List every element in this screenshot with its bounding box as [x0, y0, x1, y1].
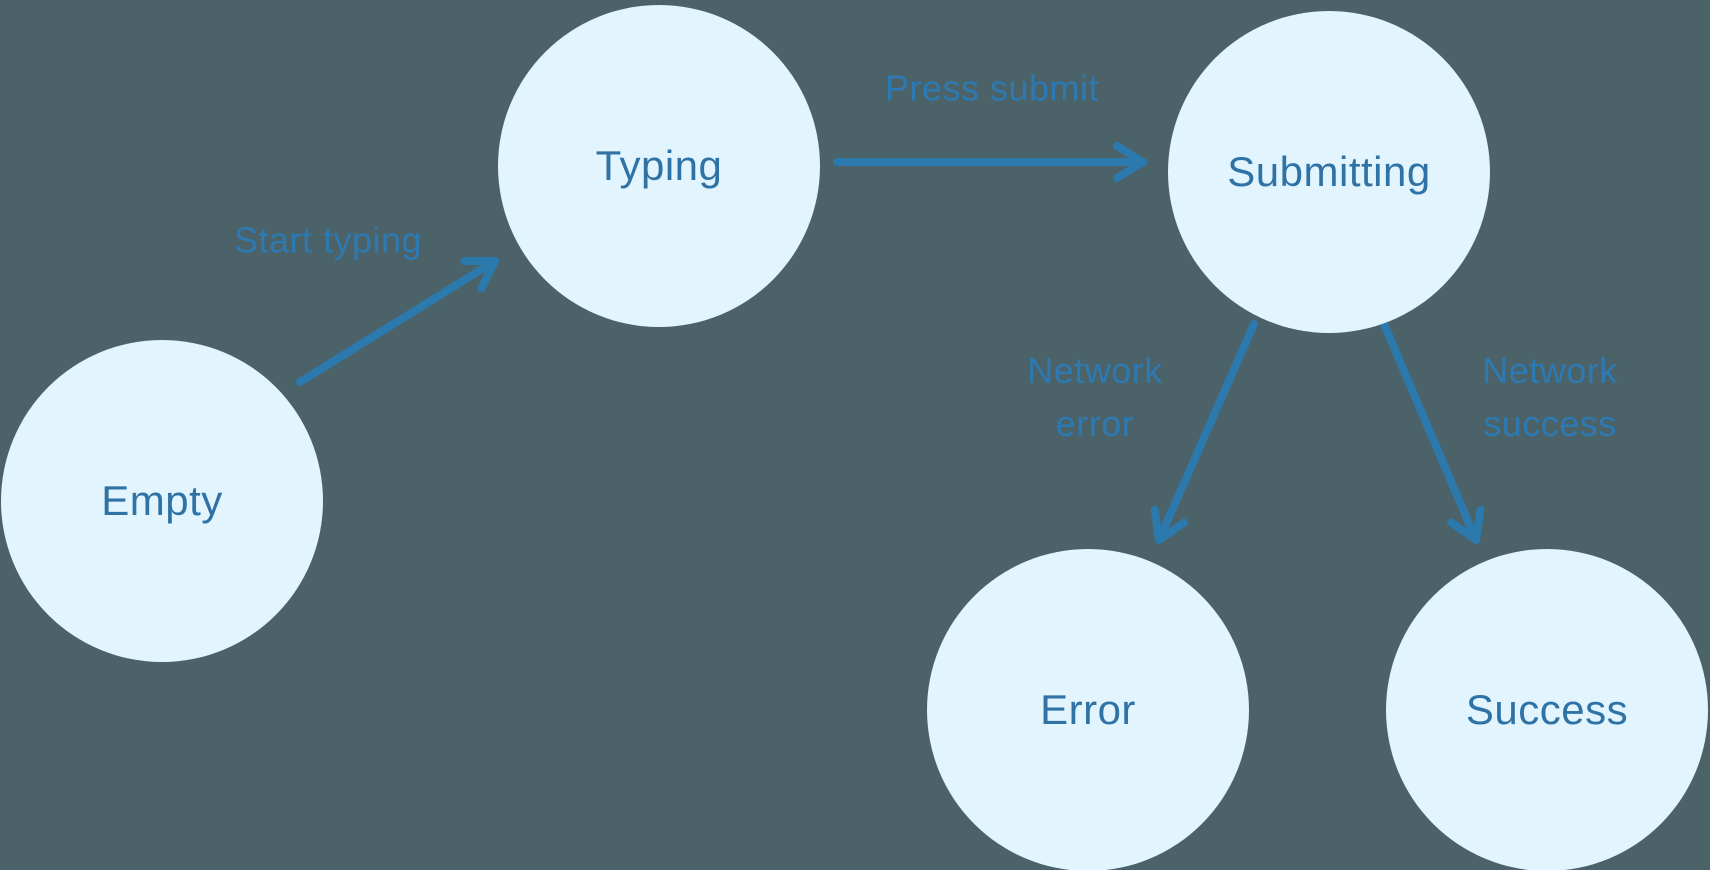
arrow-start-typing — [296, 257, 499, 386]
edge-label-press-submit: Press submit — [884, 67, 1100, 109]
edge-label-network-error: Network error — [1027, 350, 1163, 444]
state-node-submitting: Submitting — [1168, 11, 1490, 333]
state-node-label: Typing — [595, 142, 723, 189]
state-node-empty: Empty — [1, 340, 323, 662]
arrow-network-success — [1380, 320, 1485, 544]
state-node-error: Error — [927, 549, 1249, 870]
edge-label-network-success: Network success — [1482, 350, 1618, 444]
state-node-label: Empty — [101, 477, 223, 524]
state-node-label: Error — [1040, 686, 1136, 733]
state-node-label: Success — [1465, 686, 1629, 733]
state-node-success: Success — [1386, 549, 1708, 870]
arrow-network-error — [1150, 320, 1258, 544]
state-node-typing: Typing — [498, 5, 820, 327]
edge-label-start-typing: Start typing — [233, 219, 423, 261]
state-node-label: Submitting — [1227, 148, 1431, 195]
